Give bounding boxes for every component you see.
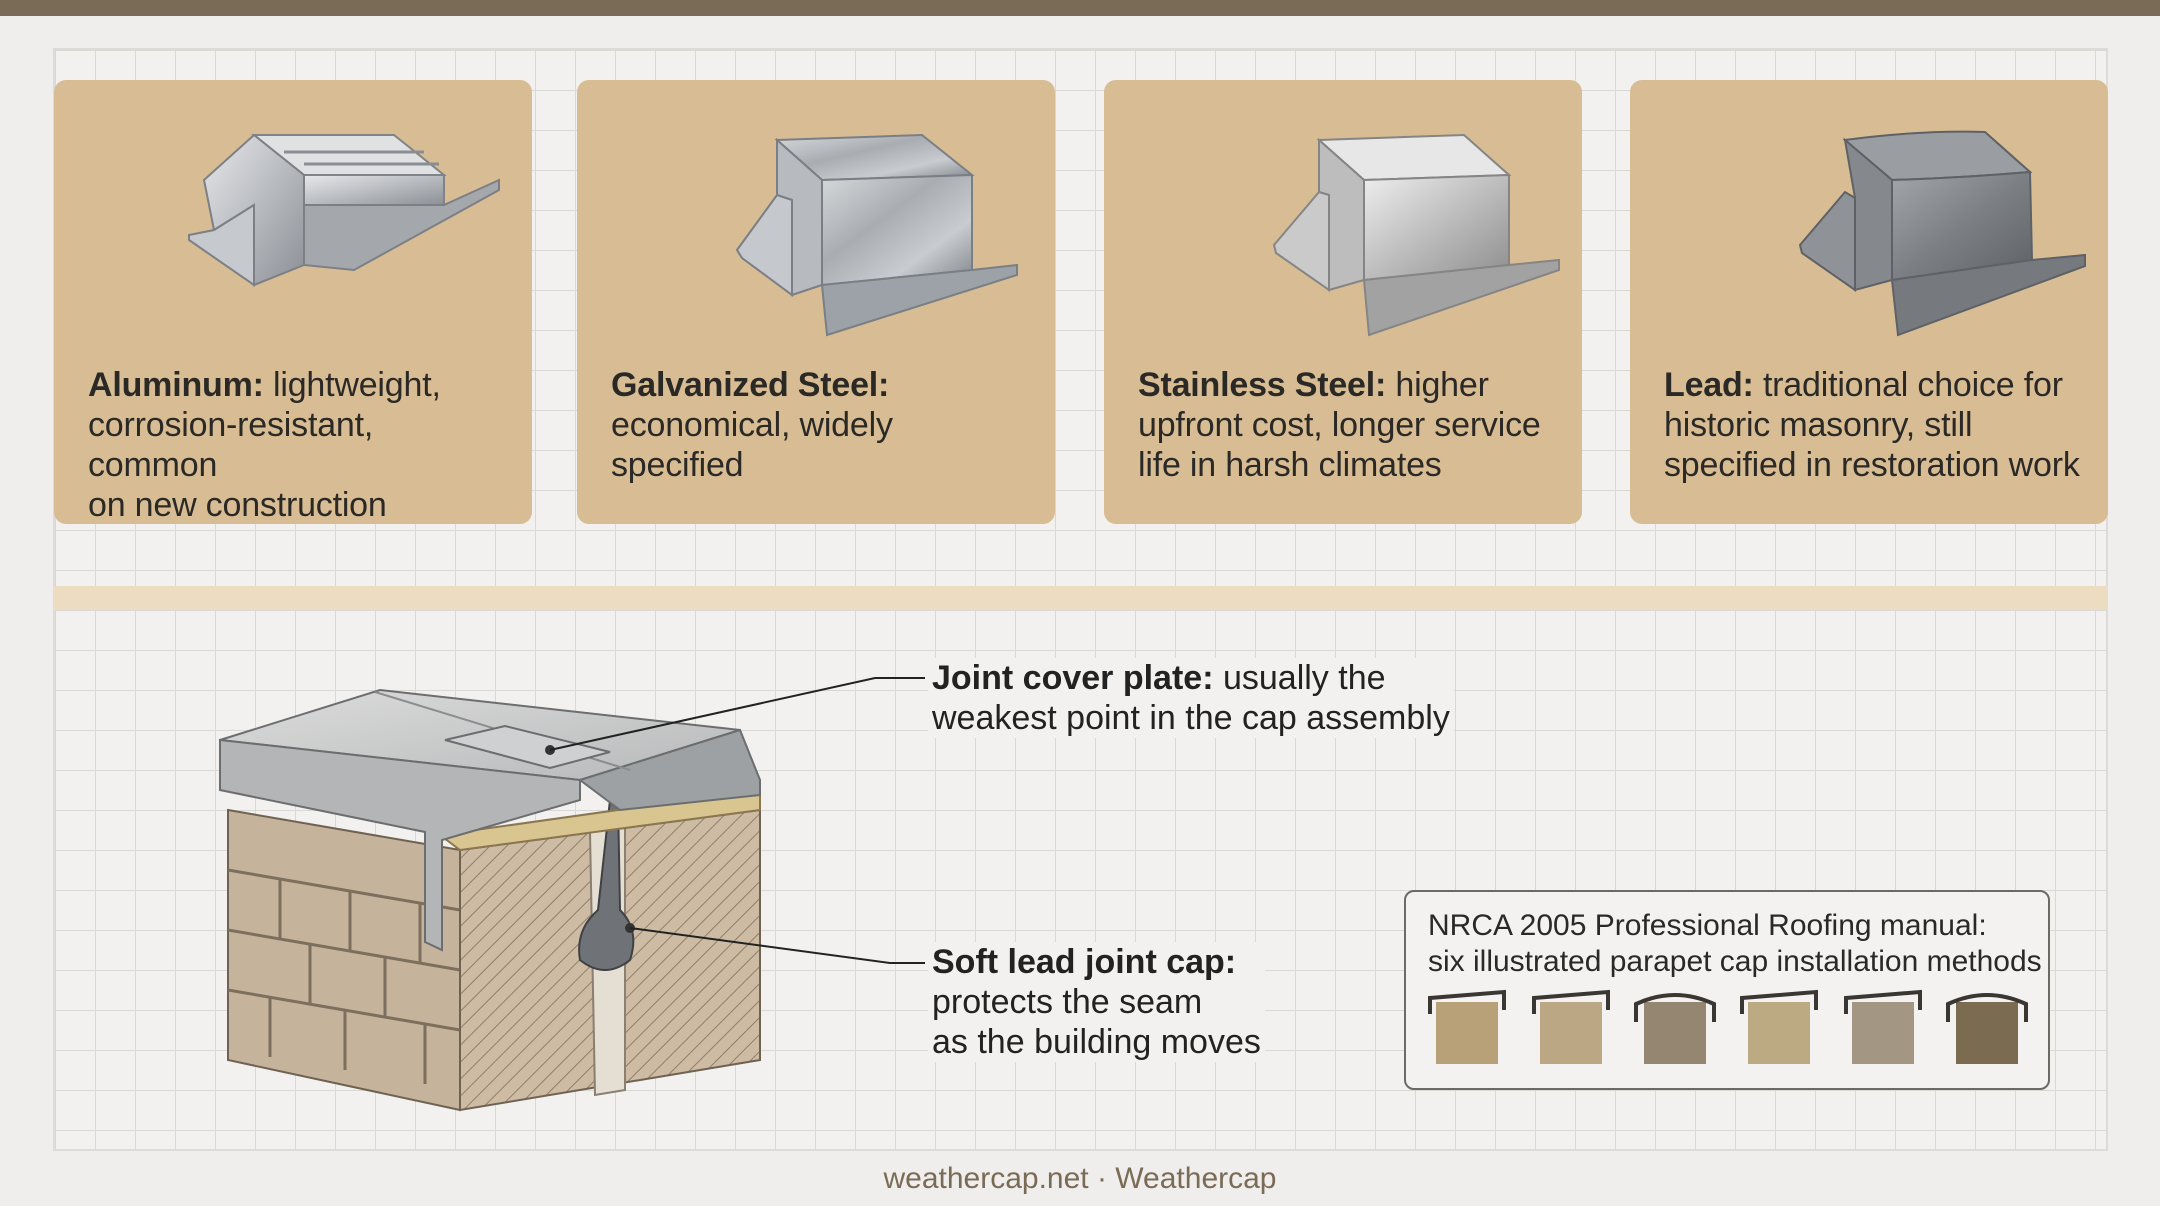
footer-credit: weathercap.net · Weathercap	[883, 1162, 1277, 1195]
installation-method-swatch	[1532, 989, 1610, 1064]
section-divider-band	[53, 586, 2108, 610]
nrca-reference-text: NRCA 2005 Professional Roofing manual: s…	[1428, 909, 2042, 978]
installation-method-swatches	[1428, 989, 2028, 1064]
lead-profile-icon	[1798, 130, 2086, 337]
parapet-cap-cross-section-illustration	[219, 688, 761, 1112]
card-galvanized-steel: Galvanized Steel: economical, widely spe…	[577, 80, 1055, 524]
card-lead: Lead: traditional choice for historic ma…	[1630, 80, 2108, 524]
card-aluminum: Aluminum: lightweight, corrosion-resista…	[54, 80, 532, 524]
card-stainless-steel: Stainless Steel: higher upfront cost, lo…	[1104, 80, 1582, 524]
top-accent-bar	[0, 0, 2160, 16]
aluminum-profile-icon	[188, 133, 500, 287]
installation-method-swatch	[1740, 989, 1818, 1064]
installation-method-swatch	[1946, 993, 2028, 1064]
callout-soft-lead-joint-cap: Soft lead joint cap: protects the seam a…	[928, 942, 1265, 1062]
stainless-steel-profile-icon	[1272, 133, 1560, 337]
card-lead-text: Lead: traditional choice for historic ma…	[1664, 366, 2080, 484]
installation-method-swatch	[1844, 989, 1922, 1064]
callout-joint-cover-plate: Joint cover plate: usually the weakest p…	[928, 658, 1454, 738]
card-stainless-text: Stainless Steel: higher upfront cost, lo…	[1138, 366, 1541, 484]
card-galvanized-text: Galvanized Steel: economical, widely spe…	[611, 366, 893, 484]
galvanized-steel-profile-icon	[735, 133, 1018, 337]
installation-method-swatch	[1428, 989, 1506, 1064]
installation-method-swatch	[1634, 993, 1716, 1064]
card-aluminum-text: Aluminum: lightweight, corrosion-resista…	[88, 366, 441, 524]
nrca-reference-box: NRCA 2005 Professional Roofing manual: s…	[1404, 890, 2050, 1090]
